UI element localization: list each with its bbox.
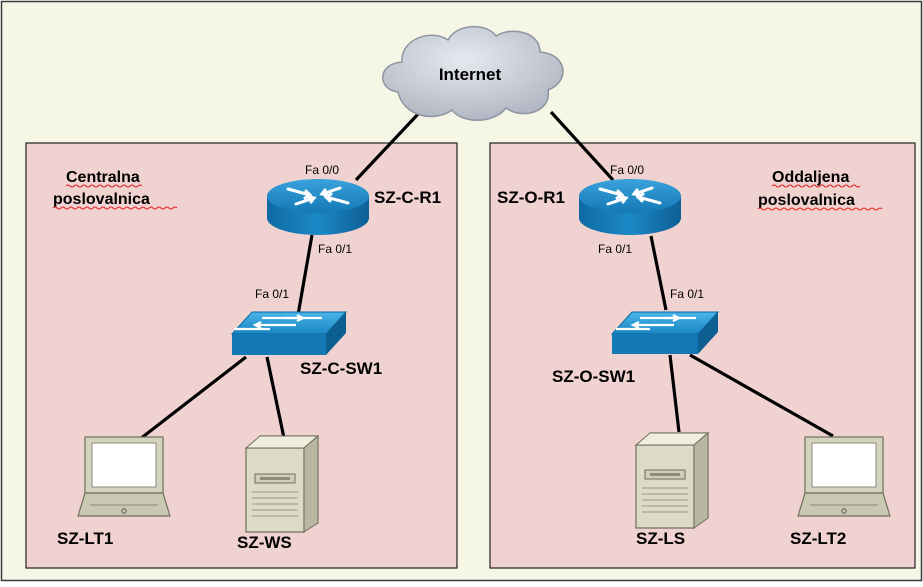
link-remote-router-switch bbox=[649, 235, 668, 311]
port-label: Fa 0/0 bbox=[305, 163, 339, 177]
spellcheck-underline bbox=[52, 206, 178, 210]
central-router-label: SZ-C-R1 bbox=[374, 188, 441, 207]
link-remote-switch-server bbox=[668, 354, 681, 433]
central-site-title-line2: poslovalnica bbox=[53, 191, 150, 208]
remote-site-title-line1: Oddaljena bbox=[772, 169, 849, 186]
port-label: Fa 0/1 bbox=[670, 287, 704, 301]
port-label: Fa 0/1 bbox=[318, 242, 352, 256]
port-label: Fa 0/1 bbox=[255, 287, 289, 301]
link-central-switch-server bbox=[265, 356, 286, 439]
link-cloud-remote-router bbox=[549, 110, 615, 182]
link-remote-switch-laptop bbox=[689, 353, 834, 438]
spellcheck-underline bbox=[771, 184, 861, 188]
remote-site-title-line2: poslovalnica bbox=[758, 192, 855, 209]
remote-router-label: SZ-O-R1 bbox=[497, 188, 565, 207]
router-icon bbox=[579, 179, 681, 235]
remote-laptop-label: SZ-LT2 bbox=[790, 529, 846, 548]
laptop-icon bbox=[77, 436, 171, 517]
link-central-router-switch bbox=[296, 234, 314, 316]
central-switch-label: SZ-C-SW1 bbox=[300, 359, 382, 378]
spellcheck-underline bbox=[65, 184, 143, 188]
central-site-title-line1: Centralna bbox=[66, 169, 140, 186]
remote-switch-label: SZ-O-SW1 bbox=[552, 367, 635, 386]
link-cloud-central-router bbox=[354, 110, 422, 182]
central-server-label: SZ-WS bbox=[237, 533, 292, 552]
server-icon bbox=[244, 434, 320, 533]
server-icon bbox=[634, 431, 710, 529]
spellcheck-underline bbox=[757, 207, 883, 211]
internet-cloud-icon bbox=[382, 25, 564, 121]
internet-label: Internet bbox=[439, 65, 502, 84]
central-laptop-label: SZ-LT1 bbox=[57, 529, 113, 548]
laptop-icon bbox=[797, 436, 891, 517]
port-label: Fa 0/0 bbox=[610, 163, 644, 177]
router-icon bbox=[267, 179, 369, 235]
port-label: Fa 0/1 bbox=[598, 242, 632, 256]
remote-server-label: SZ-LS bbox=[636, 529, 685, 548]
link-central-switch-laptop bbox=[139, 355, 247, 441]
switch-icon bbox=[230, 311, 348, 355]
switch-icon bbox=[610, 311, 720, 354]
